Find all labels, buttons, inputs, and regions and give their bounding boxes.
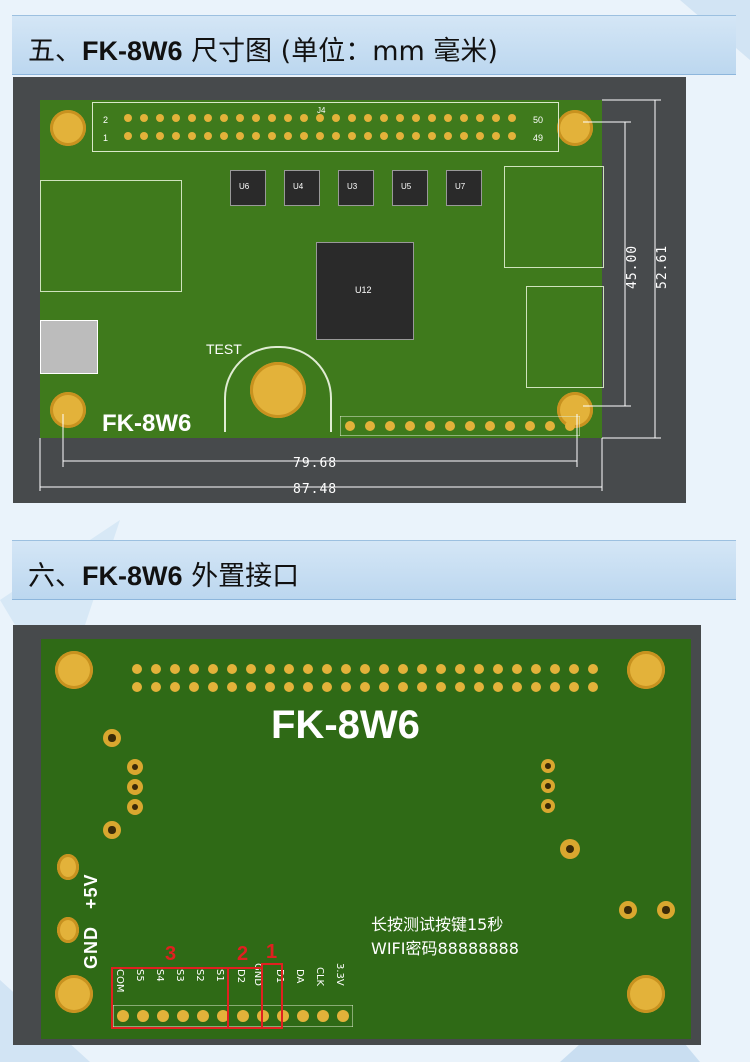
section-header-dimensions: 五、FK-8W6 尺寸图 (单位：mm 毫米) — [12, 15, 736, 75]
via-pad — [657, 901, 675, 919]
pin-1-label: 1 — [103, 133, 109, 143]
chip-u3: U3 — [338, 170, 374, 206]
via-pad — [541, 799, 555, 813]
note-line-2: WIFI密码88888888 — [371, 939, 519, 958]
interface-pin-strip — [113, 1005, 353, 1027]
main-chip-u12: U12 — [316, 242, 414, 340]
via-pad — [103, 729, 121, 747]
dimension-drawing: 2 1 J4 50 49 U6 U4 U3 U5 U7 U12 — [13, 77, 686, 503]
dimension-height-outer: 52.61 — [655, 244, 670, 289]
test-label: TEST — [206, 341, 242, 357]
interface-drawing: FK-8W6 +5V GND 长按测试按键15秒 WIFI密码88888888 … — [13, 625, 701, 1045]
battery-outline — [224, 346, 332, 432]
chip-u4: U4 — [284, 170, 320, 206]
header-label: J4 — [317, 106, 326, 115]
via-pad — [541, 759, 555, 773]
via-pad — [127, 779, 143, 795]
pin-label-3v3: 3.3V — [334, 963, 345, 986]
group-3-highlight — [111, 967, 229, 1029]
pin-50-label: 50 — [533, 115, 544, 125]
pin-label-clk: CLK — [314, 967, 325, 987]
mounting-hole-tl — [50, 110, 86, 146]
group-2-highlight — [227, 967, 263, 1029]
mounting-hole-bl — [55, 975, 93, 1013]
mounting-hole-br — [557, 392, 593, 428]
power-plus-label: +5V — [81, 873, 101, 909]
section-title-dimensions: 五、FK-8W6 尺寸图 (单位：mm 毫米) — [28, 36, 498, 67]
pcb-bottom-view: FK-8W6 +5V GND 长按测试按键15秒 WIFI密码88888888 … — [41, 639, 691, 1039]
via-pad — [127, 799, 143, 815]
mounting-hole-tr — [627, 651, 665, 689]
pin-2-label: 2 — [103, 115, 109, 125]
via-pad — [619, 901, 637, 919]
mounting-hole-br — [627, 975, 665, 1013]
connector-j5-outline — [40, 180, 182, 292]
power-gnd-label: GND — [81, 926, 101, 969]
pcb-top-view: 2 1 J4 50 49 U6 U4 U3 U5 U7 U12 — [40, 100, 604, 438]
dimension-height-inner: 45.00 — [625, 244, 640, 289]
header-pins-bottom — [132, 664, 598, 692]
connector-j6-outline — [504, 166, 604, 268]
section-title-interfaces: 六、FK-8W6 外置接口 — [28, 561, 300, 592]
board-name-bottom: FK-8W6 — [271, 703, 420, 747]
power-pad-plus — [57, 854, 79, 880]
chip-u5: U5 — [392, 170, 428, 206]
chip-u7: U7 — [446, 170, 482, 206]
via-pad — [103, 821, 121, 839]
group-1-label: 1 — [266, 941, 278, 963]
note-line-1: 长按测试按键15秒 — [371, 915, 504, 934]
group-3-label: 3 — [165, 943, 177, 965]
chip-u6: U6 — [230, 170, 266, 206]
group-2-label: 2 — [237, 943, 249, 965]
mounting-hole-bl — [50, 392, 86, 428]
connector-j1-outline — [526, 286, 604, 388]
power-pad-gnd — [57, 917, 79, 943]
board-name-top: FK-8W6 — [102, 410, 192, 437]
via-pad — [560, 839, 580, 859]
via-pad — [541, 779, 555, 793]
mounting-hole-tr — [557, 110, 593, 146]
header-j4-outline: 2 1 J4 50 49 — [92, 102, 559, 152]
battery-pad — [250, 362, 306, 418]
bottom-pin-strip — [340, 416, 580, 436]
via-pad — [127, 759, 143, 775]
group-1-highlight — [261, 963, 283, 1029]
mounting-hole-tl — [55, 651, 93, 689]
pin-label-da: DA — [294, 969, 305, 984]
dimension-width-inner: 79.68 — [293, 456, 338, 471]
dimension-width-outer: 87.48 — [293, 482, 338, 497]
connector-j2 — [40, 320, 98, 374]
pin-49-label: 49 — [533, 133, 544, 143]
dimension-lines — [39, 99, 661, 491]
section-header-interfaces: 六、FK-8W6 外置接口 — [12, 540, 736, 600]
header-pins — [124, 114, 516, 140]
